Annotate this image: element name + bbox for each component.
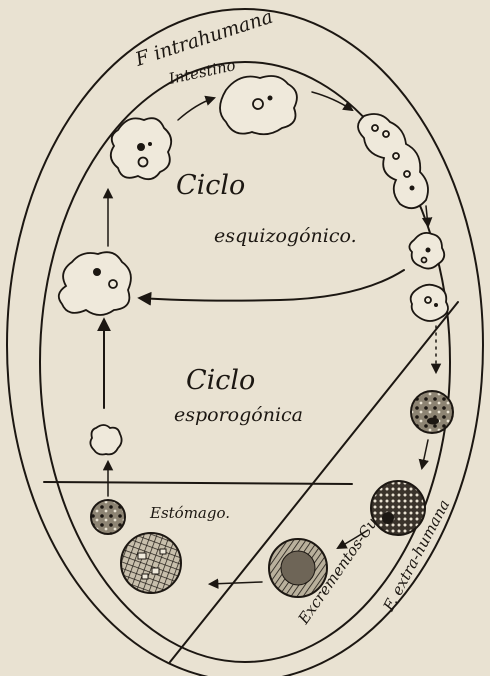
parasite-stage-left-middle [59, 252, 131, 315]
label-intrahuman: F intrahumana [132, 6, 276, 71]
arrow-lower-to-stomach [210, 582, 262, 584]
label-cycle2-line1: Ciclo [186, 365, 255, 396]
parasite-stage-right-segmented [358, 114, 428, 208]
parasite-stage-small-sporogonic [90, 425, 121, 455]
arrow-left-upper-to-top [178, 98, 214, 120]
sphere-extrahuman-middle [371, 481, 425, 535]
parasite-stage-left-upper [111, 118, 171, 179]
parasite-stage-top [220, 76, 297, 134]
arrow-long-return [140, 270, 404, 301]
sphere-extrahuman-lower-center [281, 551, 315, 585]
parasite-stage-right-small [409, 233, 444, 269]
sphere-extrahuman-upper-nucleus [427, 418, 439, 425]
arrow-upper-to-middle-sphere [422, 440, 428, 468]
label-intestine: Intestino [166, 56, 237, 88]
sphere-stomach-small [91, 500, 125, 534]
stomach-divider-line [44, 482, 352, 484]
label-cycle2-line2: esporogónica [174, 404, 303, 426]
label-stomach: Estómago. [149, 504, 230, 522]
sphere-extrahuman-upper [411, 391, 453, 433]
parasite-stage-right-lower [411, 285, 448, 321]
label-cycle1-line1: Ciclo [176, 170, 245, 201]
label-cycle1-line2: esquizogónico. [214, 225, 357, 247]
sphere-stomach-large [121, 533, 181, 593]
sphere-extrahuman-middle-nucleus [382, 512, 394, 524]
